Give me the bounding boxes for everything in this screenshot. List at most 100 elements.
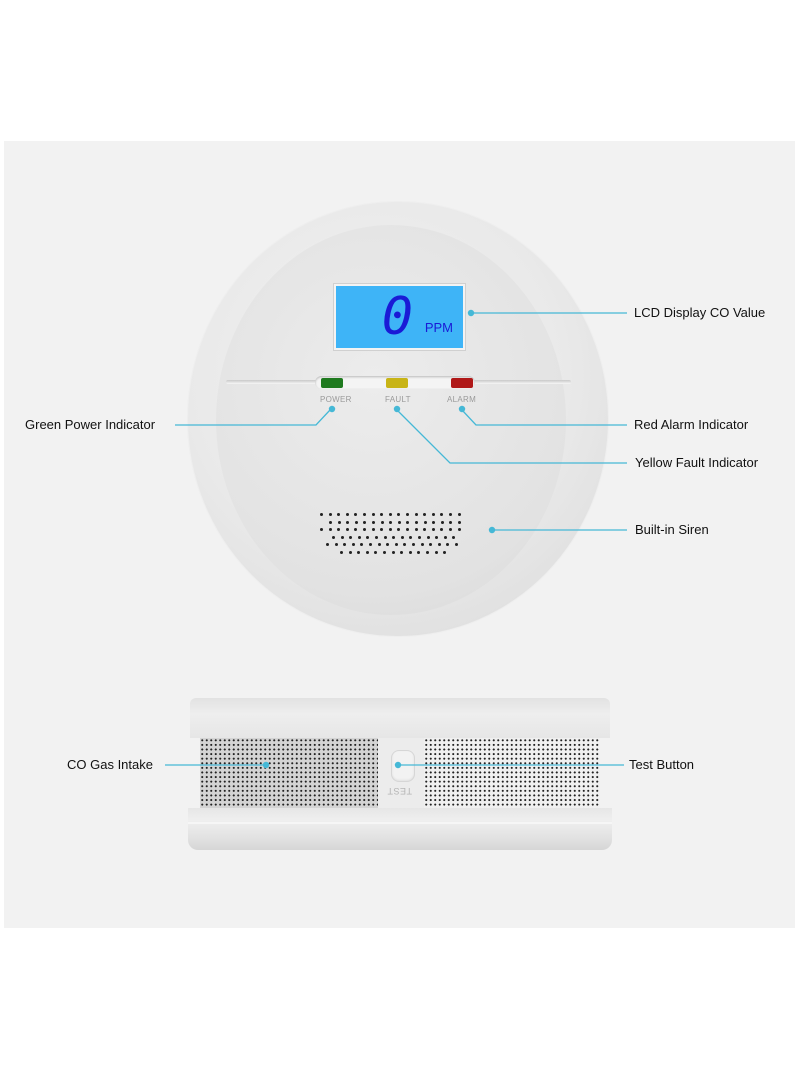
grille-hole (357, 550, 361, 554)
grille-hole (320, 528, 323, 531)
fault-led-label: FAULT (385, 395, 411, 404)
grille-hole (415, 520, 418, 524)
grille-hole (440, 520, 444, 524)
grille-hole (375, 535, 378, 539)
grille-hole (340, 535, 344, 539)
alarm-led-label: ALARM (447, 395, 477, 404)
grille-hole (455, 543, 458, 546)
callout-gas-intake: CO Gas Intake (67, 757, 153, 772)
grille-hole (414, 528, 418, 531)
grille-hole (363, 513, 366, 516)
power-callout-dot (328, 405, 336, 413)
grille-hole (434, 550, 438, 554)
callout-siren: Built-in Siren (635, 522, 709, 537)
grille-hole (363, 520, 367, 524)
power-led (321, 378, 343, 388)
fault-callout-dot (393, 405, 401, 413)
grille-hole (351, 543, 355, 546)
grille-hole (349, 535, 353, 539)
grille-hole (406, 520, 410, 524)
grille-hole (406, 528, 409, 531)
grille-hole (369, 543, 372, 546)
grille-hole (431, 528, 435, 531)
grille-hole (446, 543, 450, 546)
grille-hole (383, 550, 386, 554)
grille-hole (326, 543, 329, 546)
grille-hole (426, 535, 430, 539)
grille-hole (452, 535, 456, 539)
grille-hole (337, 513, 341, 516)
grille-hole (383, 535, 387, 539)
grille-hole (443, 535, 447, 539)
alarm-callout-dot (458, 405, 466, 413)
grille-hole (371, 513, 375, 516)
grille-hole (337, 528, 341, 531)
grille-hole (417, 550, 421, 554)
detector-side-view: TEST (188, 698, 612, 850)
grille-hole (345, 513, 349, 516)
grille-hole (354, 513, 358, 516)
lcd-callout-dot (467, 309, 475, 317)
grille-hole (380, 528, 384, 531)
callout-alarm-indicator: Red Alarm Indicator (634, 417, 749, 432)
grille-hole (437, 543, 441, 546)
grille-hole (389, 520, 393, 524)
side-bottom-lip (188, 822, 612, 824)
grille-hole (340, 550, 343, 554)
grille-hole (423, 528, 427, 531)
grille-hole (400, 535, 404, 539)
grille-hole (423, 513, 427, 516)
grille-hole (343, 543, 347, 546)
grille-hole (354, 528, 358, 531)
side-bottom-band (188, 808, 612, 850)
grille-hole (429, 543, 433, 546)
grille-hole (443, 550, 447, 554)
grille-hole (391, 550, 395, 554)
grille-hole (328, 528, 332, 531)
grille-hole (449, 528, 452, 531)
grille-hole (388, 513, 392, 516)
grille-hole (457, 528, 461, 531)
grille-hole (406, 513, 409, 516)
grille-hole (357, 535, 361, 539)
callout-lcd-display: LCD Display CO Value (634, 305, 766, 320)
grille-hole (374, 550, 378, 554)
grille-hole (440, 513, 444, 516)
grille-hole (348, 550, 352, 554)
test-callout-dot (394, 761, 402, 769)
grille-hole (457, 513, 461, 516)
grille-hole (458, 520, 461, 524)
gas-intake-mesh-right (424, 738, 600, 808)
grille-hole (386, 543, 390, 546)
grille-hole (414, 513, 418, 516)
gas-intake-mesh-left (200, 738, 378, 808)
grille-hole (345, 528, 349, 531)
test-button[interactable] (392, 751, 414, 781)
grille-hole (397, 528, 401, 531)
grille-hole (412, 543, 415, 546)
lcd-unit: PPM (424, 320, 453, 335)
grille-hole (377, 543, 381, 546)
grille-hole (380, 513, 384, 516)
grille-hole (329, 520, 332, 524)
grille-hole (431, 513, 435, 516)
grille-hole (418, 535, 421, 539)
grille-hole (371, 528, 375, 531)
grille-hole (409, 535, 413, 539)
grille-hole (435, 535, 439, 539)
callout-power-indicator: Green Power Indicator (25, 417, 156, 432)
grille-hole (354, 520, 358, 524)
grille-hole (400, 550, 404, 554)
side-top-band (190, 698, 610, 738)
grille-hole (360, 543, 364, 546)
grille-hole (397, 520, 401, 524)
grille-hole (392, 535, 396, 539)
grille-hole (449, 513, 452, 516)
grille-hole (320, 513, 323, 516)
grille-hole (432, 520, 436, 524)
callout-test-button: Test Button (629, 757, 695, 772)
grille-hole (449, 520, 453, 524)
intake-callout-dot (262, 761, 270, 769)
siren-grille (318, 513, 470, 557)
